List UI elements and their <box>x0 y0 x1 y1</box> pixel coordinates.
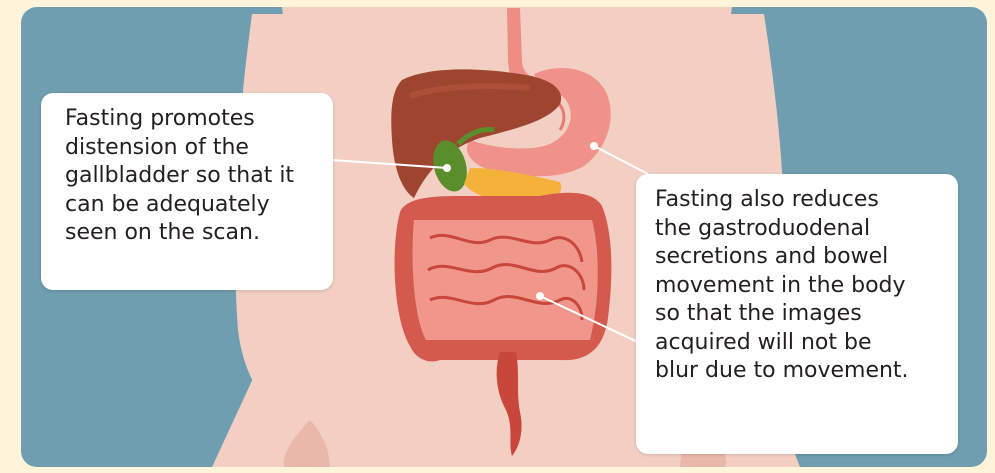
gastrointestinal-callout-text: Fasting also reduces the gastroduodenal … <box>655 186 945 386</box>
gallbladder-pointer-dot <box>443 164 451 172</box>
gallbladder-callout: Fasting promotes distension of the gallb… <box>41 93 333 290</box>
intestine-pointer-dot <box>536 292 544 300</box>
stomach-pointer-dot <box>590 142 598 150</box>
gallbladder-callout-text: Fasting promotes distension of the gallb… <box>65 105 315 248</box>
gastrointestinal-callout: Fasting also reduces the gastroduodenal … <box>636 174 958 454</box>
